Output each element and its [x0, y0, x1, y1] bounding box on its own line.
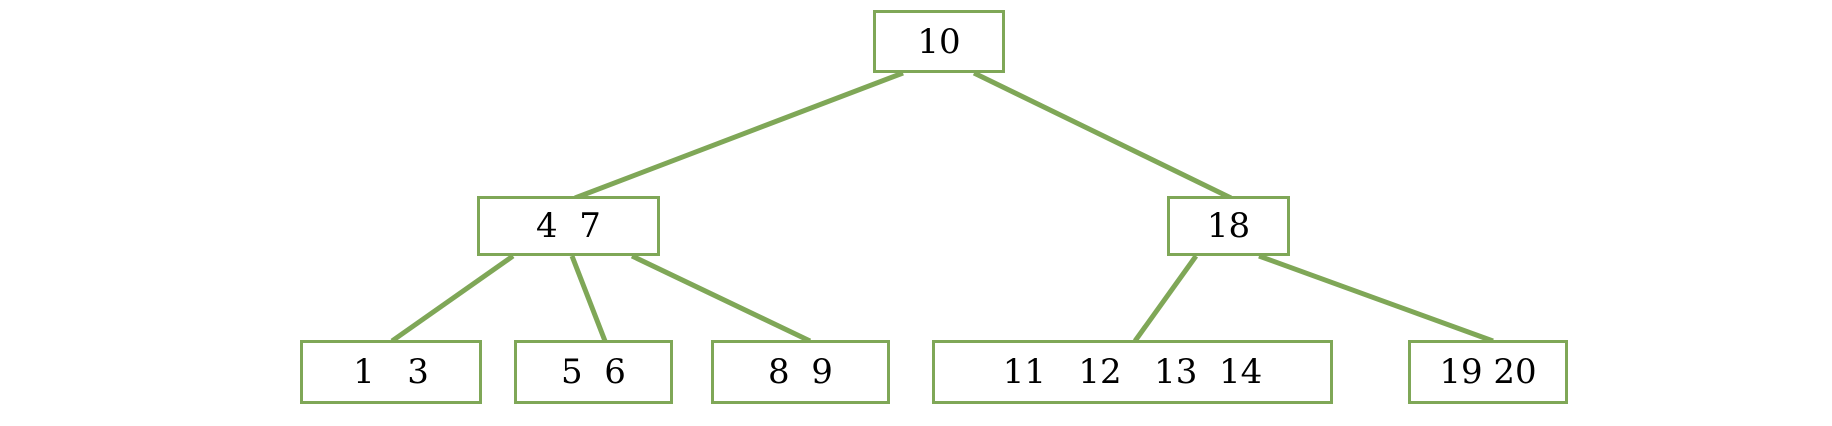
tree-node-root[interactable]: 10 — [873, 10, 1005, 73]
tree-node-internal-right[interactable]: 18 — [1167, 196, 1290, 256]
tree-node-leaf-1-3[interactable]: 1 3 — [300, 340, 482, 404]
tree-edge-root-to-internal-left — [574, 70, 904, 201]
node-keys-leaf-11-14: 11 12 13 14 — [1002, 352, 1263, 392]
node-keys-internal-left: 4 7 — [536, 206, 601, 246]
tree-edge-internal-right-to-leaf-19-20 — [1258, 253, 1494, 344]
node-keys-root: 10 — [917, 21, 961, 62]
tree-edge-root-to-internal-right — [972, 70, 1233, 201]
tree-node-leaf-11-14[interactable]: 11 12 13 14 — [932, 340, 1333, 404]
node-keys-leaf-5-6: 5 6 — [561, 352, 626, 392]
tree-node-internal-left[interactable]: 4 7 — [477, 196, 660, 256]
tree-edge-internal-left-to-leaf-8-9 — [630, 253, 812, 344]
tree-edge-internal-right-to-leaf-11-14 — [1132, 254, 1199, 343]
tree-node-leaf-19-20[interactable]: 19 20 — [1408, 340, 1568, 404]
tree-node-leaf-5-6[interactable]: 5 6 — [514, 340, 673, 404]
node-keys-leaf-8-9: 8 9 — [768, 352, 833, 392]
tree-edge-internal-left-to-leaf-5-6 — [569, 255, 608, 342]
node-keys-internal-right: 18 — [1206, 206, 1251, 246]
tree-node-leaf-8-9[interactable]: 8 9 — [711, 340, 890, 404]
node-keys-leaf-19-20: 19 20 — [1439, 352, 1537, 392]
tree-edge-internal-left-to-leaf-1-3 — [390, 253, 515, 344]
node-keys-leaf-1-3: 1 3 — [353, 352, 429, 392]
